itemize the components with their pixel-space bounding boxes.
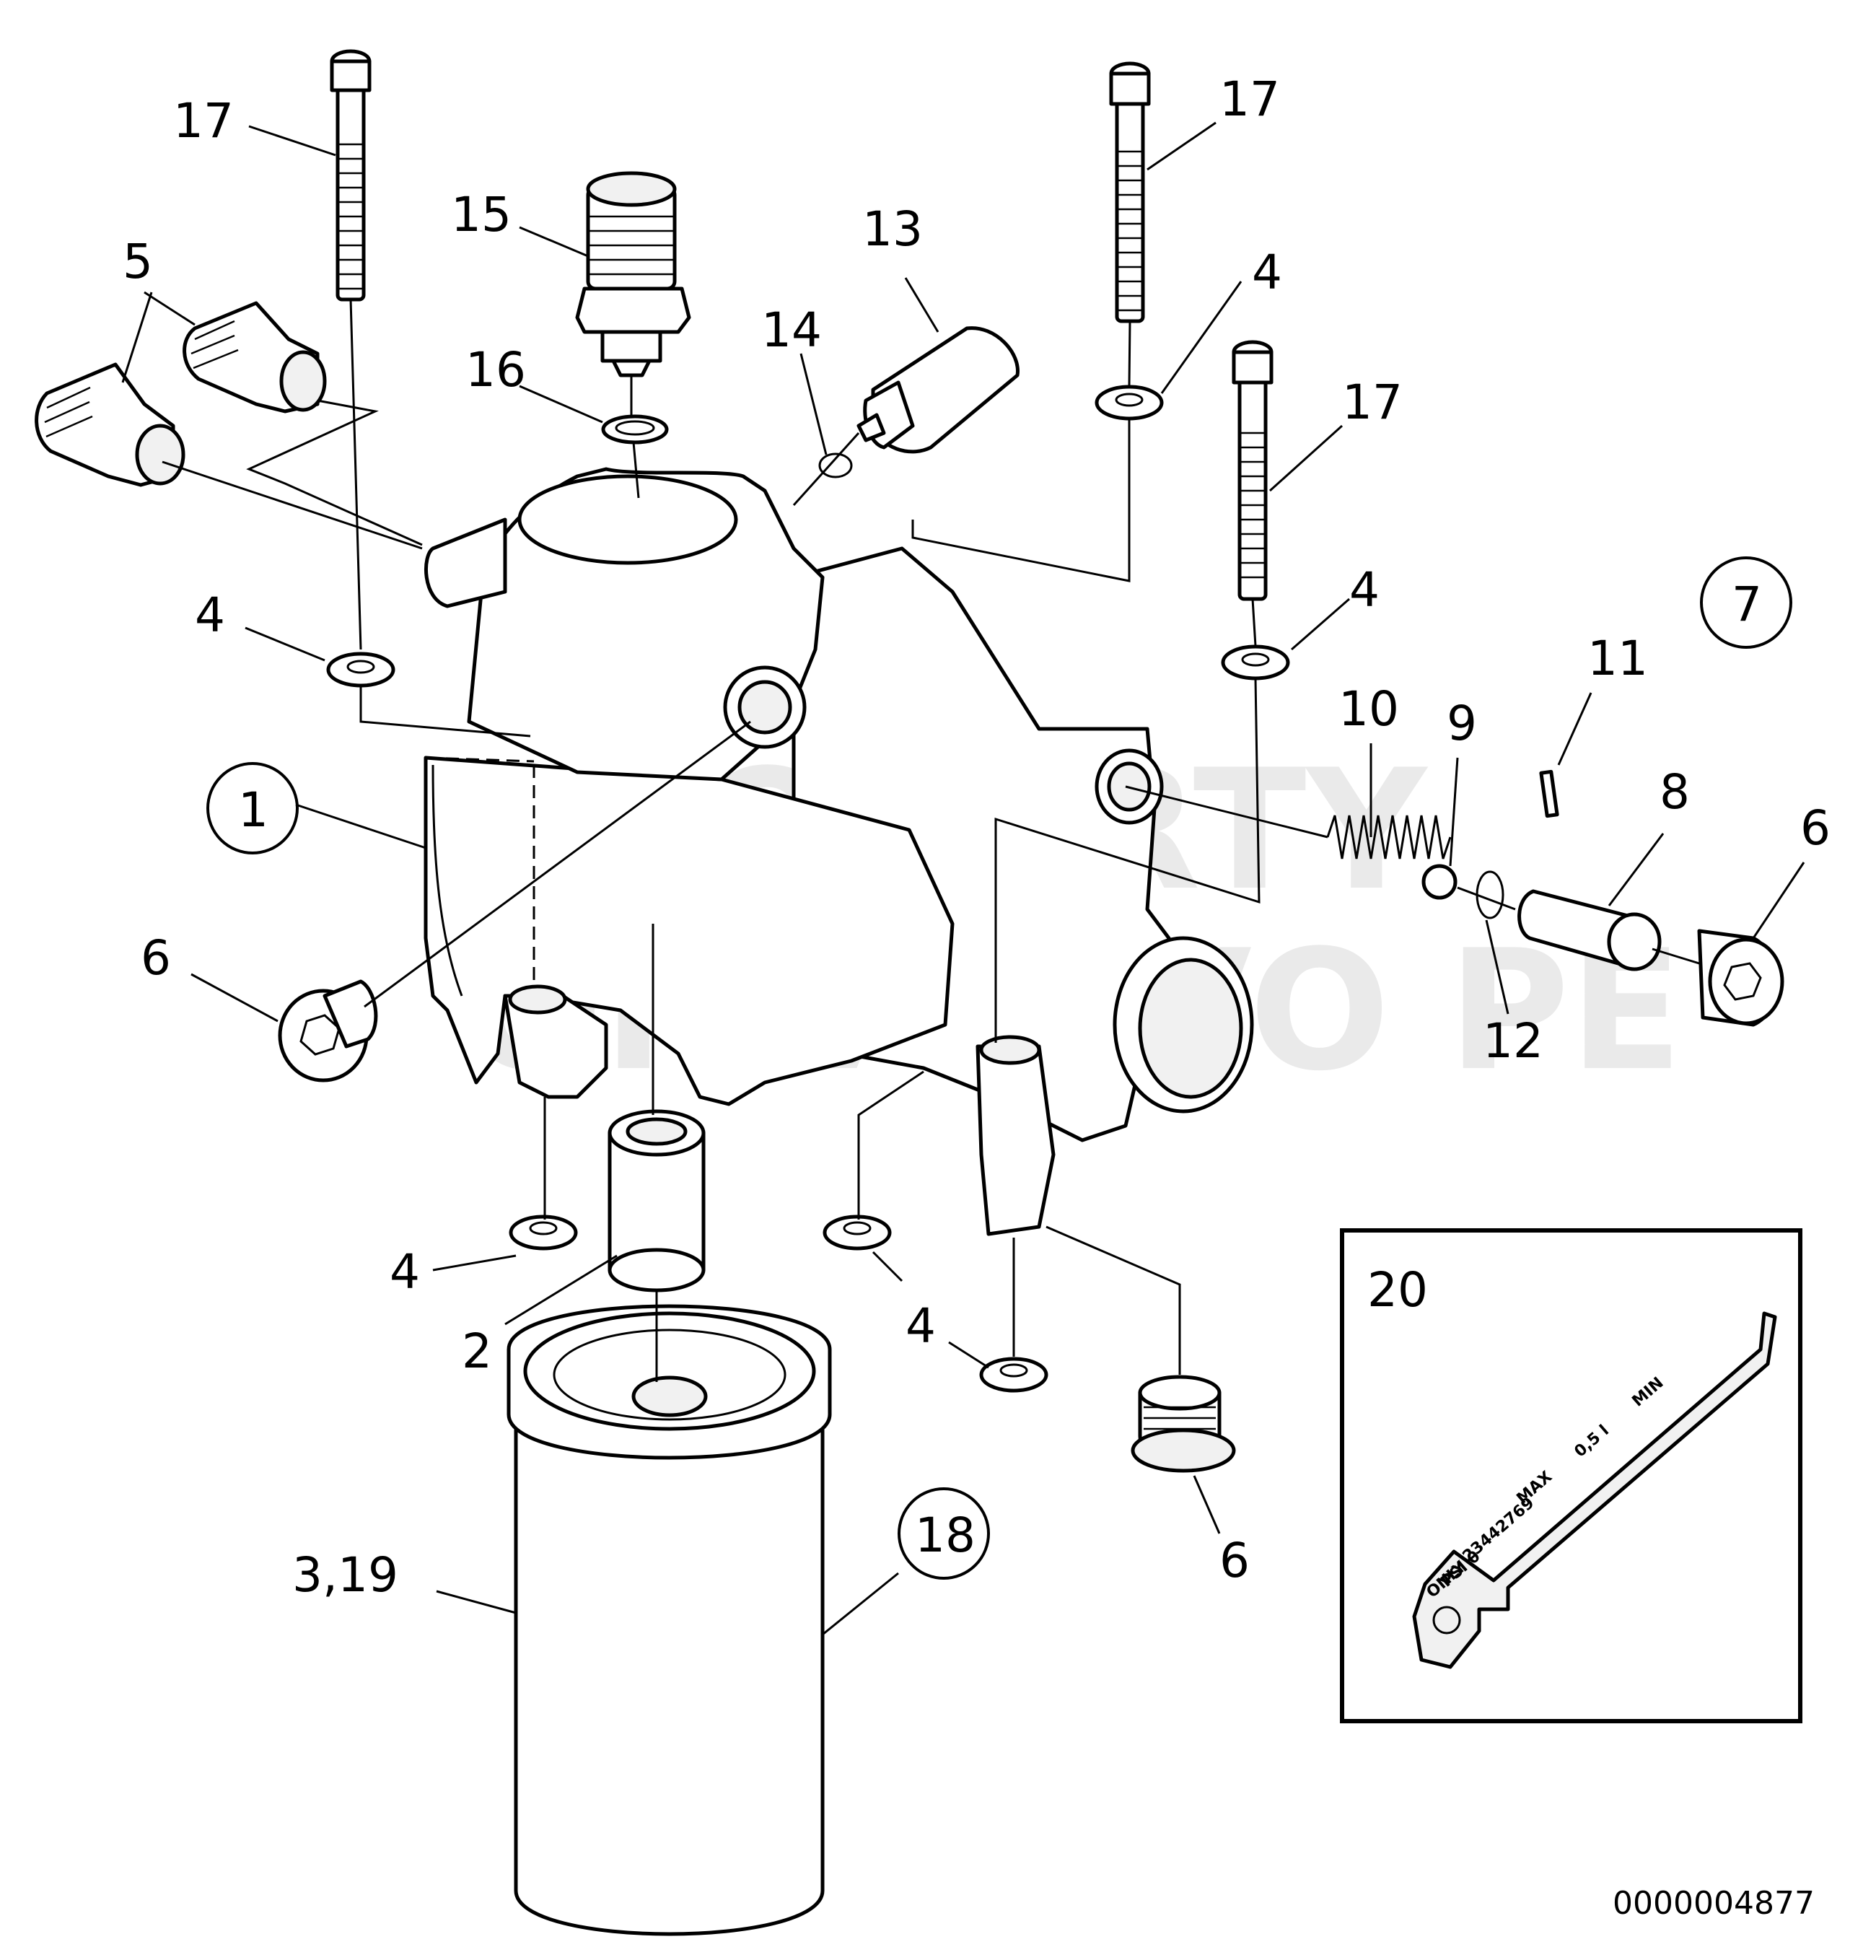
callout-12: 12 (1483, 1013, 1543, 1069)
callout-4-left: 4 (195, 587, 225, 643)
plug-6-bottom (1131, 1375, 1236, 1473)
callout-20: 20 (1367, 1262, 1428, 1318)
bolt-17-middle (1109, 61, 1151, 323)
ball-9 (1421, 864, 1458, 900)
callouts: 17 17 17 15 13 5 16 14 4 4 4 4 4 4 7 11 … (123, 71, 1831, 1603)
oring-12 (1476, 870, 1504, 919)
plug-6-left (278, 979, 378, 1082)
callout-10: 10 (1338, 681, 1399, 737)
adapters-5 (35, 301, 327, 487)
callout-4-top: 4 (1252, 245, 1282, 300)
callout-1-circle (206, 762, 299, 854)
callout-18-circle (898, 1487, 990, 1580)
pin-11 (1539, 769, 1559, 818)
callout-17-left: 17 (173, 93, 234, 149)
callout-17-middle: 17 (1219, 71, 1280, 127)
callout-6-left: 6 (141, 930, 171, 986)
dipstick-volume-label: 0,5 l (1572, 1422, 1613, 1461)
piston-8 (1517, 889, 1662, 971)
callout-6-bottom: 6 (1219, 1533, 1250, 1588)
bolt-17-right (1232, 340, 1274, 601)
callout-4-lower-left: 4 (390, 1244, 420, 1300)
callout-15: 15 (451, 187, 512, 242)
seal-16 (601, 414, 669, 445)
sensor-13 (856, 326, 1020, 454)
sleeve-2 (608, 1109, 706, 1292)
callout-14: 14 (761, 302, 822, 358)
callout-11: 11 (1587, 631, 1648, 686)
bolt-17-left (330, 49, 372, 302)
dipstick-min-label: MIN (1629, 1374, 1667, 1411)
callout-7-circle (1700, 556, 1792, 649)
callout-9: 9 (1447, 696, 1477, 751)
callout-7: 7 (1732, 577, 1762, 632)
callout-3-19: 3,19 (292, 1547, 398, 1603)
callout-2: 2 (462, 1324, 492, 1379)
spring-10 (1326, 815, 1452, 859)
document-number: 0000004877 (1613, 1885, 1815, 1922)
washers-4 (326, 385, 1290, 1393)
callout-13: 13 (862, 201, 923, 257)
oil-filter (507, 1304, 832, 1936)
sensor-15 (575, 171, 691, 377)
oring-14 (818, 452, 853, 478)
callout-6-right: 6 (1800, 800, 1831, 856)
leader-lines (121, 121, 1805, 1636)
callout-4-lower-middle: 4 (906, 1298, 936, 1354)
callout-16: 16 (465, 342, 526, 398)
callout-18: 18 (915, 1508, 976, 1563)
callout-4-right: 4 (1349, 562, 1380, 618)
callout-5: 5 (123, 234, 153, 289)
plug-6-right (1697, 929, 1784, 1027)
callout-1: 1 (238, 782, 268, 838)
callout-17-right: 17 (1342, 375, 1403, 430)
filter-housing (424, 467, 1254, 1236)
callout-8: 8 (1660, 764, 1690, 820)
